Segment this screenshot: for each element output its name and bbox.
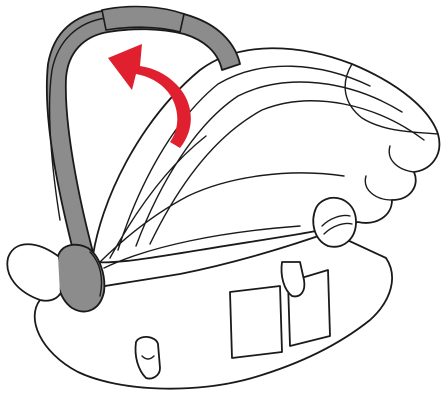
seat-side-wing	[7, 244, 60, 301]
canopy	[92, 48, 439, 268]
